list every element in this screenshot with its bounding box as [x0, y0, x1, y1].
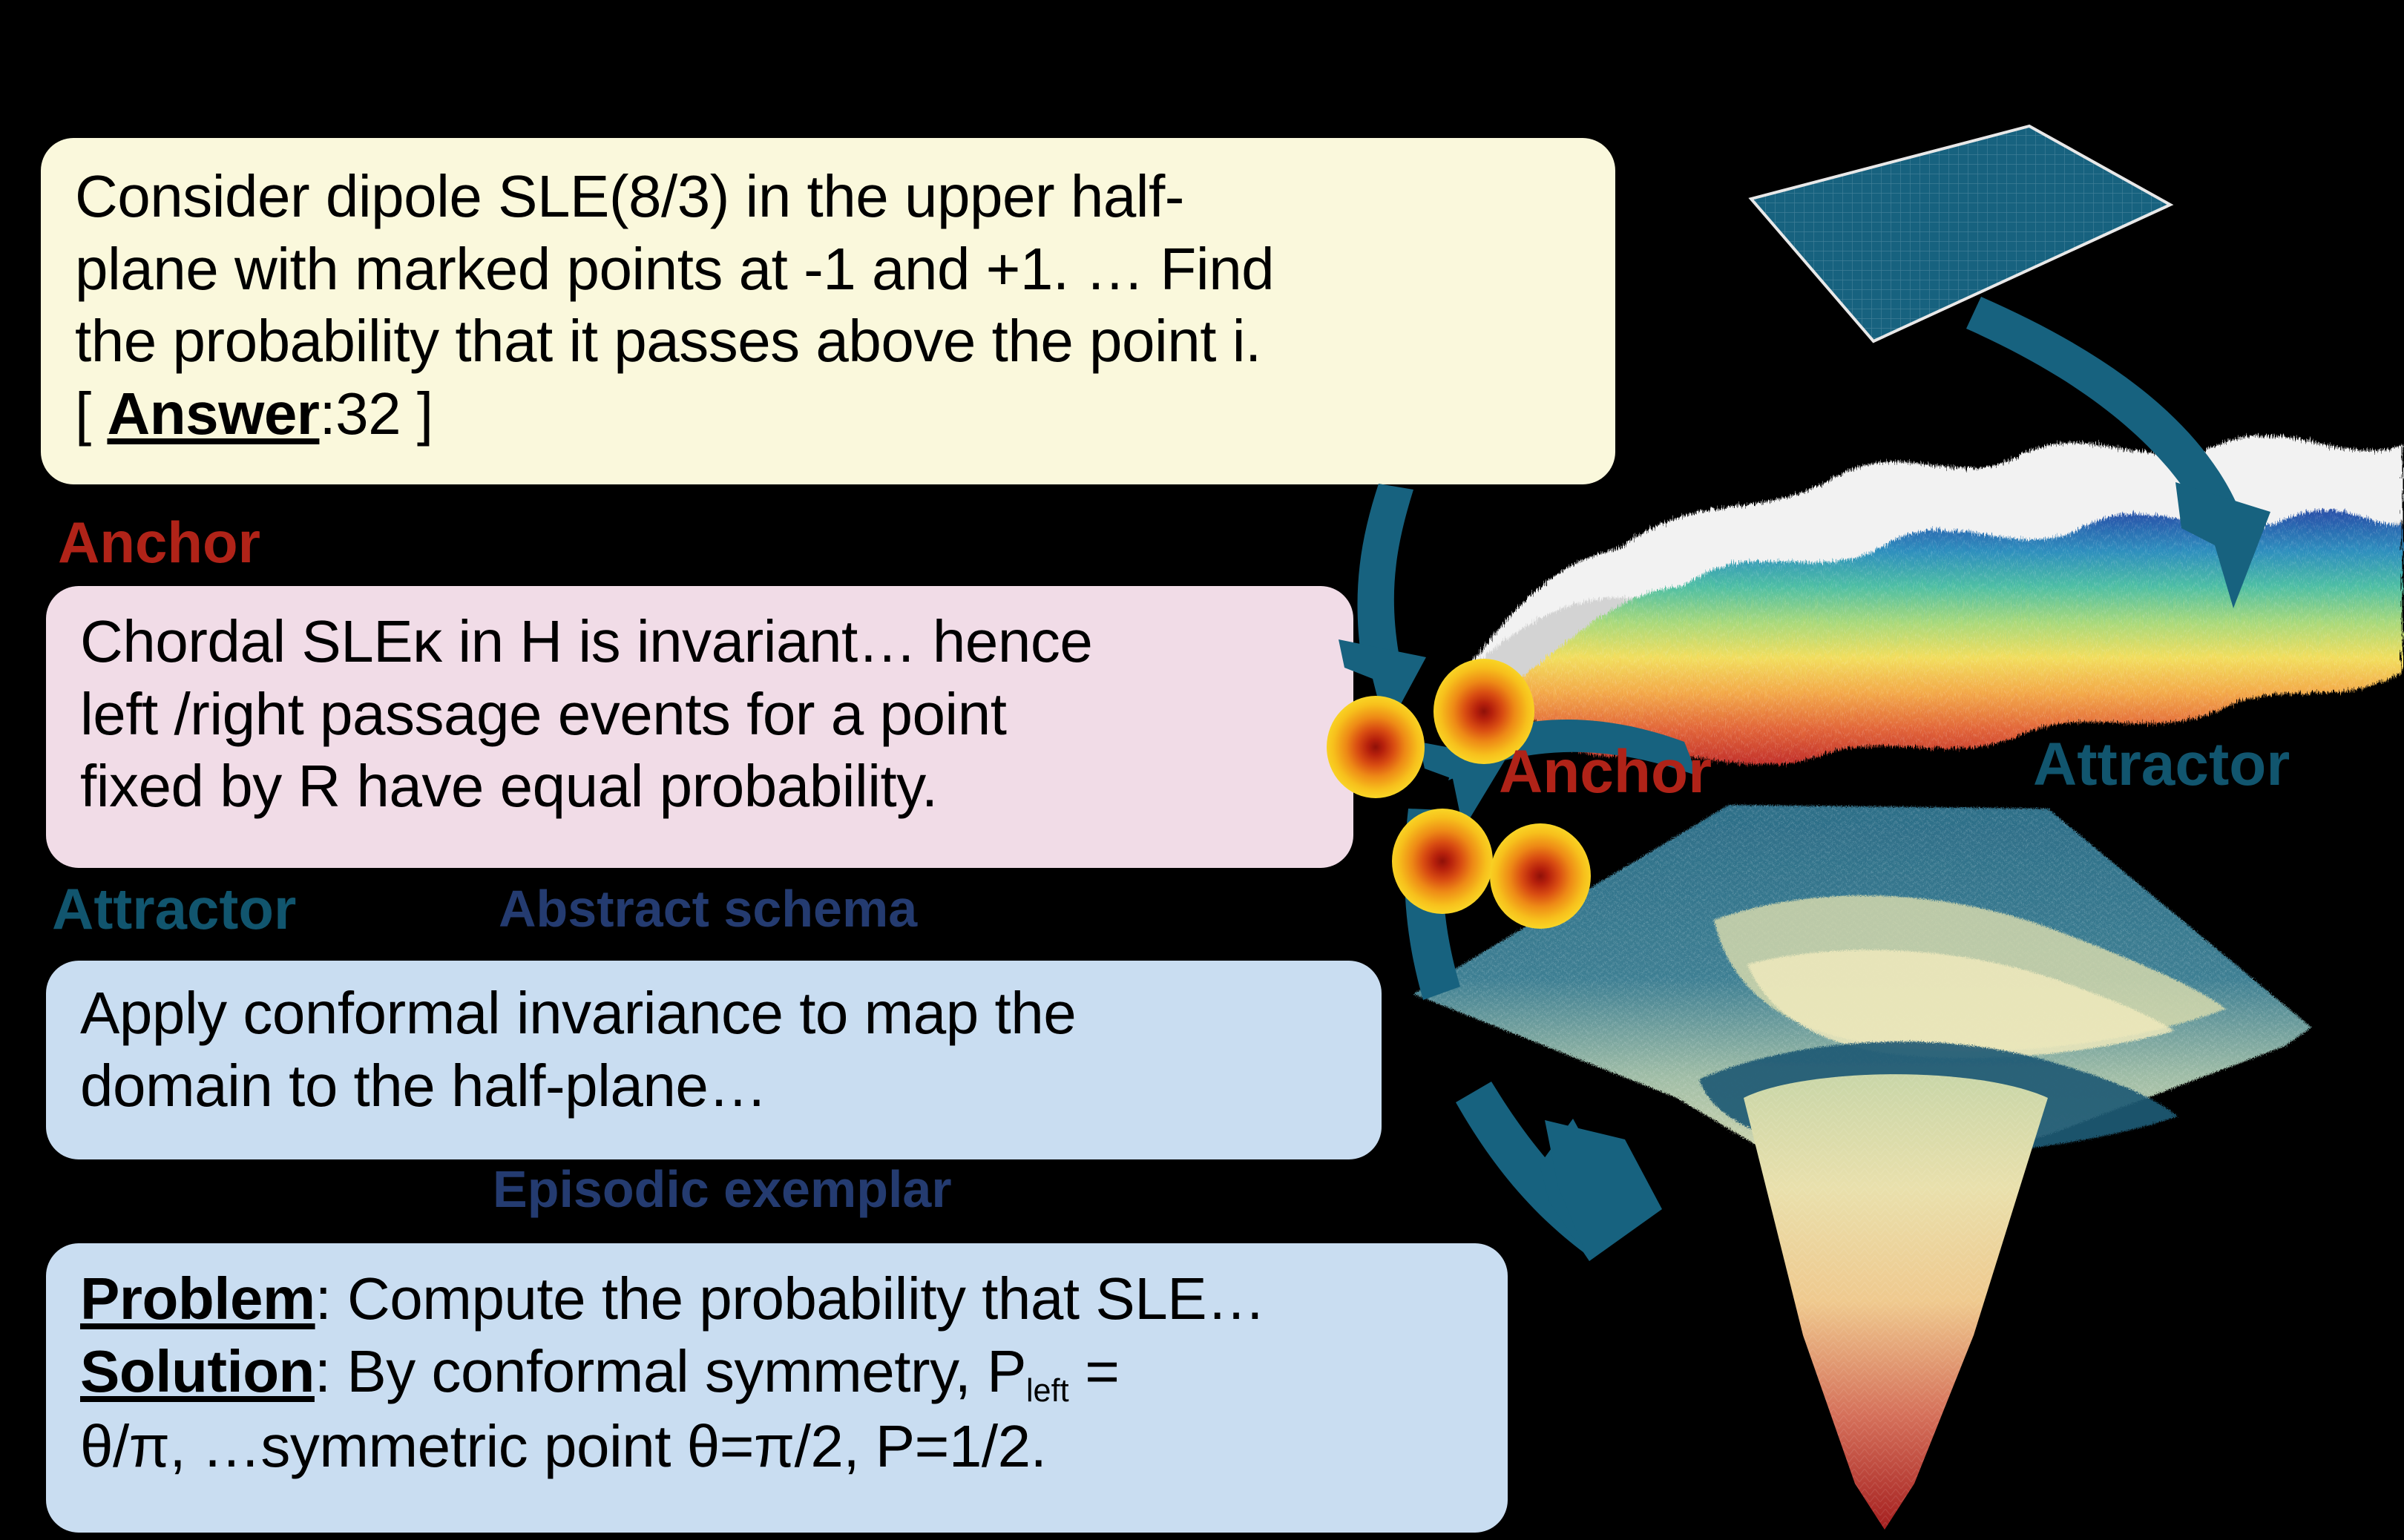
episodic-solution-line: Solution: By conformal symmetry, Pleft = — [80, 1335, 1478, 1411]
episodic-solution-label: Solution — [80, 1337, 315, 1404]
abstract-schema-card: Apply conformal invariance to map the do… — [46, 961, 1382, 1159]
arrow-plate-to-surface — [1966, 297, 2270, 608]
episodic-solution-text-a: : By conformal symmetry, P — [314, 1337, 1027, 1404]
label-attractor-right: Attractor — [2033, 731, 2290, 798]
label-anchor-middle: Anchor — [1499, 738, 1712, 806]
glow-node-3 — [1392, 809, 1493, 914]
glow-node-2 — [1433, 659, 1534, 764]
query-line-2: plane with marked points at -1 and +1. …… — [75, 235, 1275, 302]
anchor-line-1: Chordal SLEκ in H is invariant… hence — [80, 608, 1093, 674]
rainbow-surface — [1510, 510, 2403, 765]
arrow-basin-to-episodic — [1456, 1082, 1662, 1261]
query-card: Consider dipole SLE(8/3) in the upper ha… — [41, 138, 1615, 484]
episodic-problem-text: : Compute the probability that SLE… — [315, 1266, 1266, 1332]
basin-surface — [1413, 805, 2311, 1530]
answer-label: Answer — [107, 380, 320, 447]
anchor-card: Chordal SLEκ in H is invariant… hence le… — [46, 586, 1353, 868]
teal-grid-plate — [1748, 124, 2174, 343]
label-episodic-exemplar: Episodic exemplar — [493, 1160, 952, 1218]
answer-bracket-open: [ — [75, 380, 108, 447]
episodic-problem-label: Problem — [80, 1266, 315, 1332]
query-line-3: the probability that it passes above the… — [75, 308, 1261, 375]
episodic-solution-text-b: = — [1068, 1337, 1120, 1404]
episodic-problem-line: Problem: Compute the probability that SL… — [80, 1263, 1478, 1335]
glow-node-1 — [1327, 696, 1425, 798]
label-abstract-schema: Abstract schema — [499, 880, 918, 938]
label-attractor-left: Attractor — [52, 876, 297, 941]
episodic-exemplar-card: Problem: Compute the probability that SL… — [46, 1243, 1508, 1533]
anchor-line-2: left /right passage events for a point — [80, 680, 1007, 747]
schema-line-1: Apply conformal invariance to map the — [80, 980, 1077, 1046]
schema-line-2: domain to the half-plane… — [80, 1052, 767, 1119]
arrow-query-to-nodes — [1339, 484, 1426, 731]
episodic-solution-subscript: left — [1025, 1372, 1069, 1409]
anchor-line-3: fixed by R have equal probability. — [80, 753, 938, 820]
glow-node-4 — [1490, 823, 1591, 929]
answer-line: [ Answer:32 ] — [75, 378, 1586, 450]
label-anchor-left: Anchor — [58, 510, 260, 575]
episodic-solution-line-2: θ/π, …symmetric point θ=π/2, P=1/2. — [80, 1413, 1047, 1480]
answer-value: :32 — [319, 380, 401, 447]
query-line-1: Consider dipole SLE(8/3) in the upper ha… — [75, 163, 1184, 229]
answer-bracket-close: ] — [401, 380, 433, 447]
